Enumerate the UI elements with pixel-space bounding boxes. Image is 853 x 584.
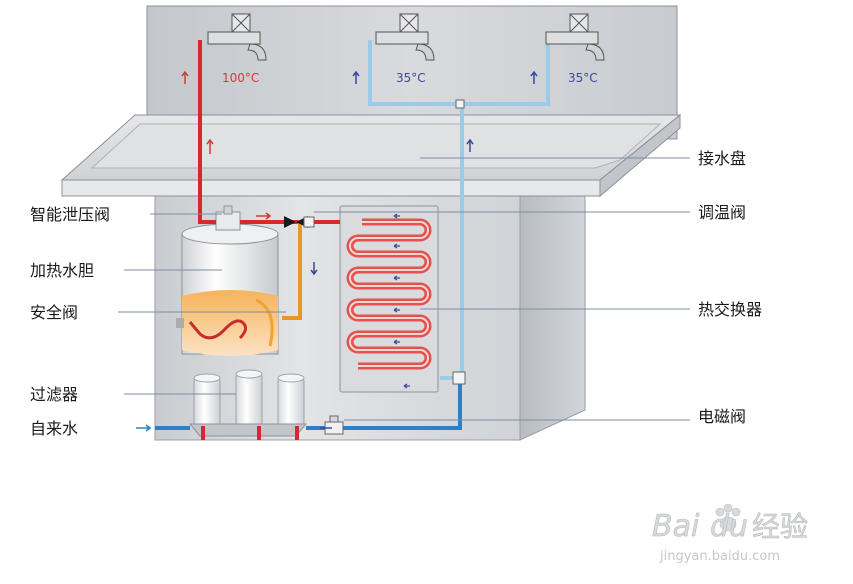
label-solenoid-valve: 电磁阀 xyxy=(698,407,746,426)
pipe-junction xyxy=(452,371,466,385)
temp-label-hot: 100°C xyxy=(222,71,259,85)
watermark-brand-b: du xyxy=(710,509,748,544)
watermark-brand-cn: 经验 xyxy=(752,510,808,543)
label-drip-tray: 接水盘 xyxy=(698,149,746,168)
flow-arrows xyxy=(136,70,538,432)
hot-water-pipe xyxy=(198,40,216,224)
watermark-url: jingyan.baidu.com xyxy=(659,549,780,564)
paw-icon xyxy=(715,503,741,532)
exchanger-flow-arrows xyxy=(393,213,410,389)
counter-edge xyxy=(61,179,601,197)
faucet-warm-1 xyxy=(375,13,435,61)
temp-label-warm: 35°C xyxy=(568,71,598,85)
leader-lines xyxy=(118,157,690,421)
cabinet-side xyxy=(519,195,586,441)
filter-group xyxy=(188,369,308,437)
temp-label-warm: 35°C xyxy=(396,71,426,85)
pressure-relief-cap xyxy=(223,205,233,215)
exchanger-coil-highlight xyxy=(349,221,429,367)
filter-cartridge xyxy=(193,377,221,427)
faucet-hot xyxy=(207,13,267,61)
filter-cartridge xyxy=(235,373,263,427)
counter-edge-side xyxy=(599,113,681,198)
tank-rim-glow xyxy=(255,298,274,347)
pressure-relief-valve xyxy=(215,211,241,231)
faucet-warm-2 xyxy=(545,13,605,61)
label-heat-exchanger: 热交换器 xyxy=(698,300,762,319)
filter-cartridge xyxy=(277,377,305,427)
element-terminal xyxy=(176,318,184,328)
baidu-watermark: Bai du 经验 jingyan.baidu.com xyxy=(652,503,808,564)
filtered-water-pipe xyxy=(306,384,462,430)
label-pressure-relief-valve: 智能泄压阀 xyxy=(30,205,110,224)
heating-element xyxy=(188,319,247,340)
watermark-brand-a: Bai xyxy=(652,509,700,544)
label-filter: 过滤器 xyxy=(30,385,78,404)
label-tap-water: 自来水 xyxy=(30,419,78,438)
label-heating-tank: 加热水胆 xyxy=(30,261,94,280)
label-thermostatic-valve: 调温阀 xyxy=(698,203,746,222)
drain-stubs xyxy=(201,426,299,440)
label-safety-valve: 安全阀 xyxy=(30,303,78,322)
pipe-junction xyxy=(455,99,465,109)
drip-tray-basin xyxy=(90,123,662,169)
thermostatic-valve xyxy=(284,216,296,228)
